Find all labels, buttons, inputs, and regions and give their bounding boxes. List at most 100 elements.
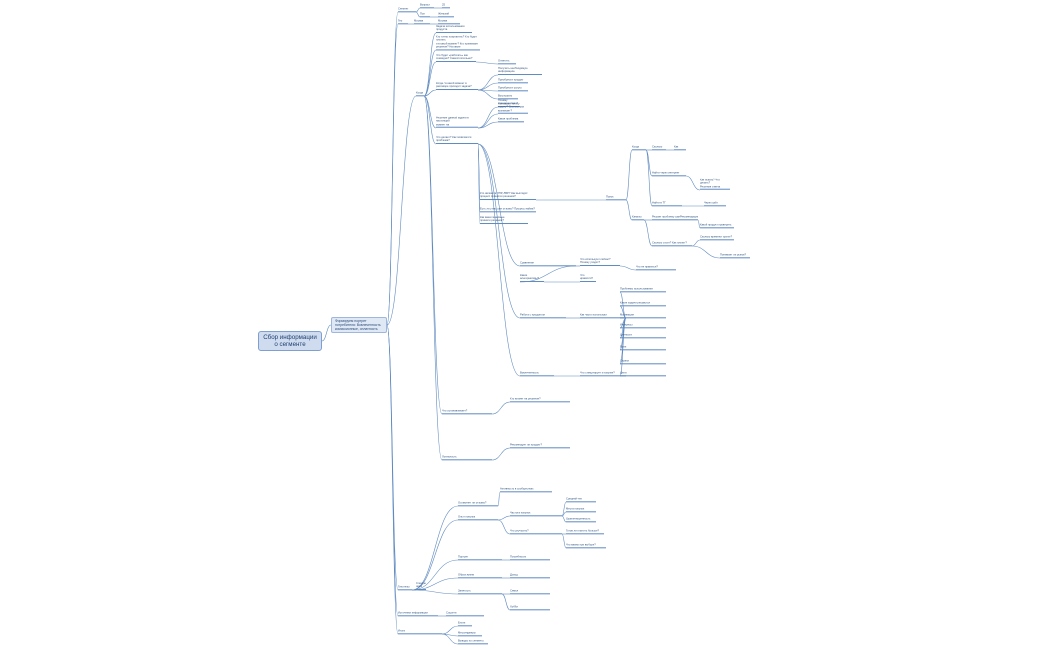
node-n15[interactable]: Решение данной задачи в настоящий момент… [436, 117, 478, 128]
node-n70[interactable]: Что улучшить? [510, 529, 562, 534]
node-n02[interactable]: Возраст [420, 3, 434, 8]
node-n33[interactable]: Как искать? Что делать? Решения ответа [700, 179, 730, 190]
node-n71[interactable]: Готов ли платить больше? [566, 529, 604, 534]
node-n03[interactable]: 25 [442, 3, 450, 8]
link-n57 [477, 143, 521, 377]
node-n64[interactable]: Активность в сообществах [500, 487, 552, 492]
node-n36[interactable]: Решает проблему сам [652, 215, 680, 220]
node-n21[interactable]: Понимают ли эту задачу? Сколько раз возн… [498, 103, 528, 114]
node-n81[interactable]: Соцсети [446, 611, 484, 616]
link-n42 [477, 143, 521, 267]
node-n66[interactable]: Частота покупок [510, 511, 562, 516]
node-n23[interactable]: Что делает? Как появляется проблема? [436, 136, 478, 144]
node-n14[interactable]: Ответить [498, 59, 516, 64]
node-n04[interactable]: Пол [420, 12, 430, 17]
node-n78[interactable]: Семья [510, 589, 550, 594]
node-n17[interactable]: Приобрести продукт [498, 78, 528, 83]
link-n77 [411, 589, 459, 595]
link-n39 [643, 219, 653, 247]
node-n08[interactable]: Москва [438, 19, 460, 24]
node-n39[interactable]: Сколько стоит? Как платит? [652, 241, 692, 246]
node-n50[interactable]: Какие задачи решаются [620, 301, 666, 306]
link-n79 [501, 593, 511, 611]
node-n19[interactable]: Выслушать [498, 94, 518, 99]
node-n87[interactable]: Следующие шаги [416, 582, 426, 590]
node-n22[interactable]: Какая проблема [498, 117, 524, 122]
node-n32[interactable]: Найти в ТГ [652, 201, 682, 206]
root-node[interactable]: Сбор информации о сегменте [258, 331, 322, 351]
node-n01[interactable]: Сегмент [398, 7, 416, 12]
node-n29[interactable]: Сколько [652, 145, 666, 150]
node-n72[interactable]: Что важно при выборе? [566, 543, 606, 548]
node-n09[interactable]: Задача использования продукта [436, 25, 472, 33]
node-n38[interactable]: Какой продукт проверить [700, 223, 734, 228]
link-n33 [685, 175, 701, 191]
node-n56[interactable]: Цели [620, 371, 666, 376]
node-n62[interactable]: Рекомендует ли продукт? [510, 443, 570, 448]
node-n11[interactable]: Что будет «работать» как очевидно? Самос… [436, 54, 476, 62]
node-n16[interactable]: Получить необходимую информацию [498, 67, 542, 75]
node-n69[interactable]: Удовлетворенность [566, 517, 596, 522]
node-n61[interactable]: Лояльность [442, 455, 492, 460]
node-n77[interactable]: Занятость [458, 589, 502, 594]
node-n05[interactable]: Женский [438, 12, 454, 17]
node-n41[interactable]: Понимает ли рынок? [720, 253, 750, 258]
node-n27[interactable]: Поиск [606, 195, 626, 200]
node-n79[interactable]: Хобби [510, 605, 550, 610]
link-n62 [491, 447, 511, 461]
node-n73[interactable]: Портрет [458, 555, 502, 560]
node-n28[interactable]: Когда [632, 145, 646, 150]
node-n37[interactable]: Рекомендации [680, 215, 698, 220]
node-n54[interactable]: Боли [620, 345, 666, 350]
node-n74[interactable]: Потребности [510, 555, 550, 560]
node-n44[interactable]: Какие альтернативы? [520, 274, 544, 282]
node-n82[interactable]: Блоги [458, 621, 472, 626]
node-n48[interactable]: Как часто используют [580, 313, 626, 318]
node-n67[interactable]: Средний чек [566, 497, 596, 502]
node-n35[interactable]: Каналы [632, 215, 644, 220]
node-n86[interactable]: Гипотезы [398, 585, 412, 590]
node-n63[interactable]: Оставляет ли отзывы? [458, 501, 498, 506]
node-n31[interactable]: Найти через интернет [652, 171, 686, 176]
node-n45[interactable]: Что нравится? [580, 274, 596, 282]
node-n40[interactable]: Сколько времени тратит? [700, 235, 734, 240]
node-n30[interactable]: Как [674, 145, 686, 150]
node-n49[interactable]: Проблемы использования [620, 287, 666, 292]
node-n60[interactable]: Кто влияет на решение? [510, 397, 570, 402]
node-n65[interactable]: Опыт покупок [458, 515, 498, 520]
node-n42[interactable]: Сравнение [520, 261, 576, 266]
node-n84[interactable]: Итоги [398, 629, 442, 634]
node-n25[interactable]: Есть ли у вас уже отзывы? Процесс найма? [480, 207, 536, 212]
node-n47[interactable]: Работа с продуктом [520, 313, 566, 318]
node-n13[interactable]: Когда / в какой момент в разговоре прихо… [436, 82, 478, 90]
link-n10 [423, 49, 437, 97]
node-n58[interactable]: Что стимулирует к покупке? [580, 371, 626, 376]
node-n46[interactable]: Что не нравится? [636, 265, 676, 270]
node-n26[interactable]: Как ваши знакомые приняли решение? [480, 216, 528, 224]
link-n20 [477, 106, 499, 129]
main-topic-node[interactable]: Формируем портрет потребителя: Вовлеченн… [331, 317, 387, 333]
node-n59[interactable]: Что останавливает? [442, 409, 492, 414]
node-n10[interactable]: Кто точно покупатель? Кто будет платить … [436, 35, 480, 50]
node-n55[interactable]: Страхи [620, 359, 666, 364]
node-n12[interactable]: Когда [416, 91, 424, 96]
node-n07[interactable]: Москва [414, 19, 430, 24]
node-n83[interactable]: Мессенджеры [458, 631, 482, 636]
node-n18[interactable]: Приобрести услугу [498, 86, 528, 91]
node-n80[interactable]: Источники информации [398, 611, 438, 616]
node-n06[interactable]: Гео [398, 19, 408, 24]
node-n34[interactable]: Через сайт [704, 201, 726, 206]
node-n57[interactable]: Вовлеченность [520, 371, 554, 376]
node-n68[interactable]: Места покупок [566, 507, 596, 512]
node-n85[interactable]: Выводы по сегменту [458, 639, 488, 644]
link-n19 [477, 89, 499, 100]
node-n20[interactable]: Почему заинтересован? [498, 99, 520, 107]
node-n51[interactable]: Мотивация [620, 313, 666, 318]
node-n75[interactable]: Образ жизни [458, 573, 502, 578]
node-n53[interactable]: Ценности [620, 333, 666, 338]
node-n24[interactable]: Кто является ЛПР, ЛВР? Как выглядит проц… [480, 192, 536, 200]
node-n76[interactable]: Доход [510, 573, 550, 578]
link-n38 [697, 219, 701, 229]
node-n52[interactable]: Интересы [620, 323, 666, 328]
node-n43[interactable]: Что используют сейчас? Почему уходят? [580, 258, 620, 266]
